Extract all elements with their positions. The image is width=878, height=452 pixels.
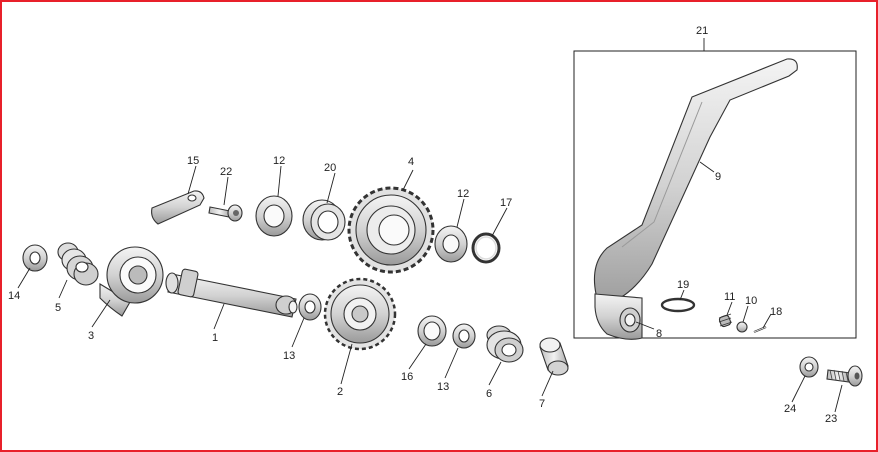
callout-22: 22 (220, 166, 232, 178)
part-6-return-spring (486, 325, 524, 363)
callout-13-a: 13 (283, 350, 295, 362)
part-7-sleeve (539, 337, 569, 376)
callout-1: 1 (212, 332, 218, 344)
part-19-o-ring (660, 297, 696, 313)
callout-19: 19 (677, 279, 689, 291)
callout-14: 14 (8, 290, 20, 302)
callout-18: 18 (770, 306, 782, 318)
callout-21: 21 (696, 25, 708, 37)
callout-24: 24 (784, 403, 796, 415)
part-11-spring (718, 313, 733, 328)
part-24-washer (799, 356, 819, 378)
callout-2: 2 (337, 386, 343, 398)
part-5-spring (57, 242, 99, 286)
callout-labels: 1 2 3 4 5 6 7 8 9 10 11 12 12 13 13 14 1… (8, 25, 837, 425)
callout-12-a: 12 (273, 155, 285, 167)
part-12-washer-a (255, 195, 293, 237)
callout-23: 23 (825, 413, 837, 425)
part-15-plate (151, 190, 205, 225)
part-20-needle-bearing (302, 199, 346, 241)
callout-8: 8 (656, 328, 662, 340)
callout-11: 11 (724, 291, 735, 303)
leader-lines (17, 38, 843, 413)
callout-9: 9 (715, 171, 721, 183)
part-3-ratchet (99, 246, 164, 317)
callout-5: 5 (55, 302, 61, 314)
kick-lever-group-frame (573, 50, 857, 339)
callout-15: 15 (187, 155, 199, 167)
part-23-bolt (826, 365, 863, 387)
callout-12-b: 12 (457, 188, 469, 200)
callout-10: 10 (745, 295, 757, 307)
part-9-kick-lever (593, 58, 798, 340)
callout-4: 4 (408, 156, 414, 168)
part-1-kickstart-shaft (165, 268, 298, 318)
callout-7: 7 (539, 398, 545, 410)
part-13-washer-a (298, 293, 322, 321)
callout-16: 16 (401, 371, 413, 383)
part-16-bush (417, 315, 447, 347)
callout-3: 3 (88, 330, 94, 342)
callout-17: 17 (500, 197, 512, 209)
part-22-bolt (208, 204, 243, 222)
part-10-ball (736, 321, 748, 333)
part-4-idle-gear (347, 186, 435, 274)
part-17-circlip (471, 232, 501, 264)
part-14-washer (22, 244, 48, 272)
callout-6: 6 (486, 388, 492, 400)
part-12-washer-b (434, 225, 468, 263)
callout-13-b: 13 (437, 381, 449, 393)
callout-20: 20 (324, 162, 336, 174)
part-18-pin (753, 326, 767, 333)
part-13-washer-b (452, 323, 476, 349)
part-2-kick-gear (323, 277, 397, 351)
